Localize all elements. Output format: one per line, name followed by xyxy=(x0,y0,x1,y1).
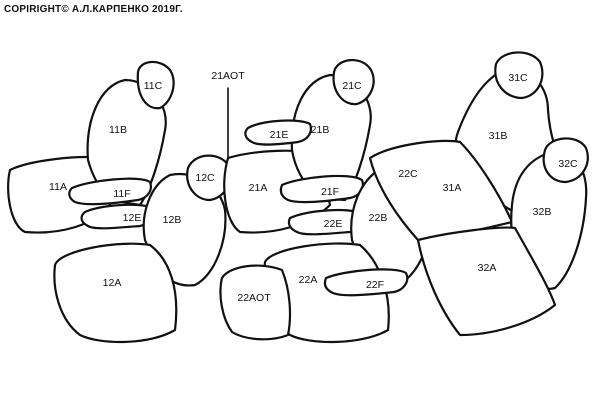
label-12b: 12B xyxy=(163,214,182,226)
label-11f: 11F xyxy=(113,188,130,200)
label-21f: 21F xyxy=(321,186,339,198)
copyright-text: COPIRIGHT© А.Л.КАРПЕНКО 2019Г. xyxy=(4,4,183,15)
part-22e-shape xyxy=(287,209,365,236)
label-12e: 12E xyxy=(123,212,142,224)
label-21aot: 21AOT xyxy=(211,70,245,82)
part-12e-shape xyxy=(80,203,155,230)
label-22a: 22A xyxy=(299,274,318,286)
part-31c-shape xyxy=(494,51,544,100)
label-12a: 12A xyxy=(103,277,122,289)
part-21c-shape xyxy=(332,59,375,106)
label-32c: 32C xyxy=(558,158,578,170)
label-22e: 22E xyxy=(324,218,343,230)
label-22f: 22F xyxy=(366,279,384,291)
label-21a: 21A xyxy=(249,182,268,194)
part-21e-shape xyxy=(244,119,312,146)
label-21b: 21B xyxy=(311,124,330,136)
part-11c-shape xyxy=(136,60,175,110)
label-32b: 32B xyxy=(533,206,552,218)
part-32c-shape xyxy=(542,137,589,184)
label-31a: 31A xyxy=(443,182,462,194)
part-22f-shape xyxy=(323,268,409,297)
label-31c: 31C xyxy=(508,72,528,84)
label-12c: 12C xyxy=(195,172,215,184)
part-32a-shape xyxy=(416,226,557,337)
label-22b: 22B xyxy=(369,212,388,224)
part-12a-shape xyxy=(53,242,178,344)
label-21e: 21E xyxy=(270,129,289,141)
part-21f-shape xyxy=(279,174,364,204)
label-11a: 11A xyxy=(49,181,67,193)
part-22aot-shape xyxy=(219,264,292,341)
label-31b: 31B xyxy=(489,130,508,142)
label-22c: 22C xyxy=(398,168,418,180)
part-12b-shape xyxy=(142,172,227,287)
label-22aot: 22AOT xyxy=(237,292,271,304)
label-11b: 11B xyxy=(109,124,127,136)
part-11f-shape xyxy=(68,177,152,206)
label-32a: 32A xyxy=(478,262,497,274)
label-21c: 21C xyxy=(342,80,362,92)
label-11c: 11C xyxy=(144,80,163,92)
